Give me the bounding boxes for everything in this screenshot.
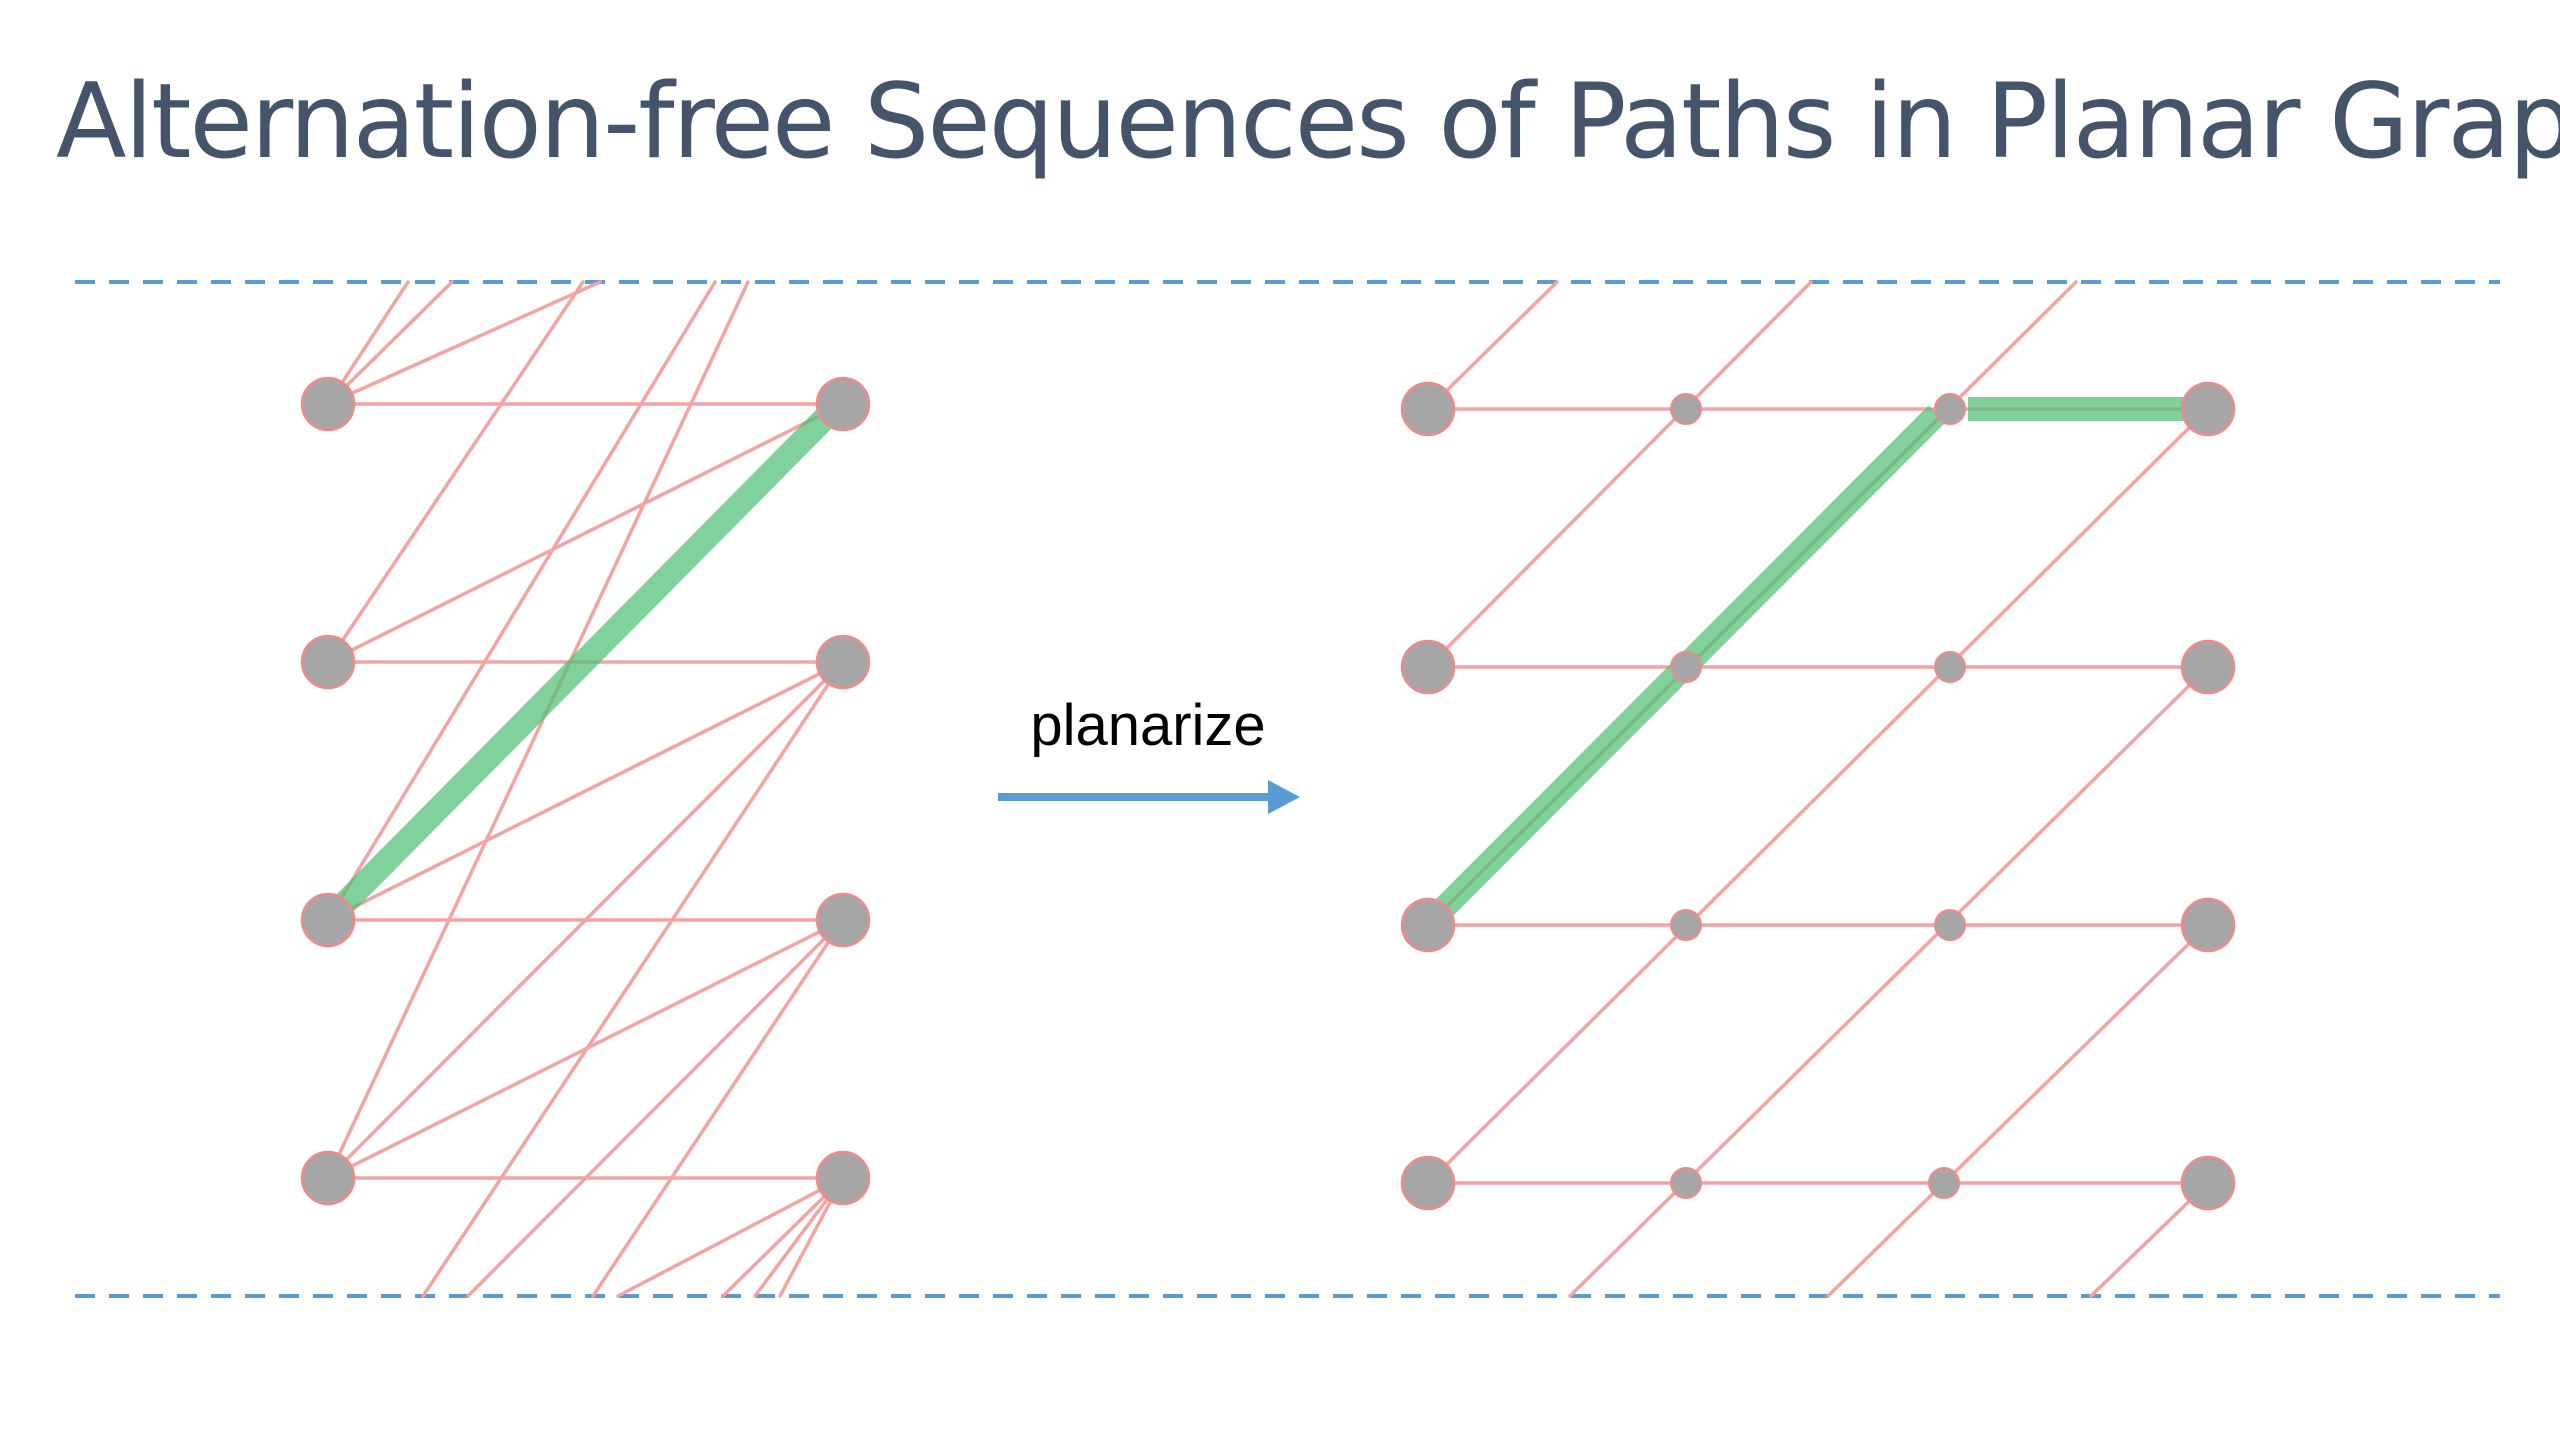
graph-vertex bbox=[2180, 897, 2236, 953]
nonplanar-graph-edges bbox=[326, 280, 845, 1298]
graph-vertex bbox=[2180, 639, 2236, 695]
crossing-vertices bbox=[1670, 393, 1966, 1199]
planarize-arrow: planarize bbox=[998, 693, 1300, 814]
graph-vertex bbox=[815, 634, 871, 690]
graph-vertex bbox=[815, 376, 871, 432]
graph-vertex bbox=[1400, 1155, 1456, 1211]
graph-vertex bbox=[2180, 381, 2236, 437]
graph-vertex bbox=[300, 376, 356, 432]
crossing-vertex bbox=[1928, 1167, 1960, 1199]
arrow-head bbox=[1268, 780, 1300, 814]
graph-vertex bbox=[300, 1150, 356, 1206]
nonplanar-highlighted-path bbox=[336, 404, 839, 912]
planar-graph-vertices bbox=[1400, 381, 2236, 1211]
crossing-vertex bbox=[1670, 651, 1702, 683]
crossing-vertex bbox=[1670, 909, 1702, 941]
planar-graph bbox=[1400, 280, 2236, 1298]
nonplanar-graph-vertices bbox=[300, 376, 871, 1206]
graph-vertex bbox=[2180, 1155, 2236, 1211]
planar-graph-edges bbox=[1426, 280, 2210, 1298]
planar-highlighted-path bbox=[1431, 397, 2185, 921]
graph-vertex bbox=[815, 892, 871, 948]
graph-vertex bbox=[1400, 639, 1456, 695]
graph-vertex bbox=[300, 634, 356, 690]
graph-vertex bbox=[1400, 381, 1456, 437]
graph-vertex bbox=[815, 1150, 871, 1206]
crossing-vertex bbox=[1670, 393, 1702, 425]
crossing-vertex bbox=[1934, 909, 1966, 941]
crossing-vertex bbox=[1934, 393, 1966, 425]
nonplanar-graph bbox=[300, 280, 871, 1298]
graph-vertex bbox=[1400, 897, 1456, 953]
crossing-vertex bbox=[1670, 1167, 1702, 1199]
boundary-lines bbox=[75, 280, 2500, 1298]
graph-vertex bbox=[300, 892, 356, 948]
planarize-label: planarize bbox=[1030, 693, 1265, 758]
crossing-vertex bbox=[1934, 651, 1966, 683]
slide-title: Alternation-free Sequences of Paths in P… bbox=[56, 62, 2560, 182]
